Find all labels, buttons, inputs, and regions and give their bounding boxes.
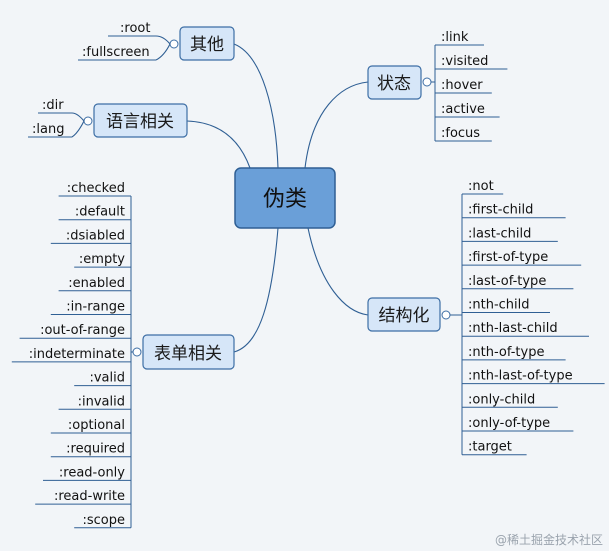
branch-state-leaves: :link :visited :hover :active :focus: [431, 30, 508, 142]
collapse-toggle-icon[interactable]: [169, 39, 179, 49]
leaf-item: :active: [441, 102, 485, 117]
leaf-item: :read-write: [54, 489, 125, 504]
leaf-item: :required: [66, 442, 125, 457]
leaf-item: :nth-last-child: [468, 321, 558, 336]
collapse-toggle-icon[interactable]: [83, 116, 93, 126]
leaf-item: :dsiabled: [66, 228, 125, 243]
leaf-item: :checked: [67, 181, 125, 196]
leaf-item: :nth-child: [468, 298, 530, 313]
branch-structure-label: 结构化: [379, 306, 430, 326]
branch-other-leaves: :root :fullscreen: [78, 21, 171, 61]
connector-other: [233, 43, 279, 169]
branch-other[interactable]: 其他: [169, 26, 235, 61]
branch-lang-leaves: :dir :lang: [28, 98, 85, 138]
branch-connectors: [186, 43, 369, 353]
leaf-item: :optional: [68, 418, 125, 433]
leaf-item: :default: [75, 205, 125, 220]
leaf-item: :scope: [82, 513, 125, 528]
branch-other-label: 其他: [190, 35, 224, 55]
leaf-item: :valid: [89, 371, 125, 386]
leaf-item: :hover: [441, 78, 483, 93]
leaf-item: :only-of-type: [468, 416, 550, 431]
leaf-item: :fullscreen: [82, 45, 150, 60]
leaf-item: :lang: [32, 122, 64, 137]
branch-lang[interactable]: 语言相关: [83, 103, 188, 138]
leaf-item: :not: [468, 179, 494, 194]
center-label: 伪类: [263, 187, 307, 212]
connector-structure: [307, 227, 369, 316]
branch-form-leaves: :checked :default :dsiabled :empty :enabled:…: [11, 181, 133, 529]
leaf-item: :link: [441, 30, 469, 45]
leaf-item: :first-child: [468, 203, 533, 218]
leaf-item: :visited: [441, 54, 488, 69]
leaf-item: :first-of-type: [468, 250, 548, 265]
collapse-toggle-icon[interactable]: [132, 347, 142, 357]
center-node[interactable]: 伪类: [234, 167, 336, 229]
branch-form-label: 表单相关: [154, 344, 222, 364]
leaf-item: :enabled: [68, 276, 125, 291]
leaf-item: :invalid: [78, 394, 125, 409]
leaf-item: :root: [120, 21, 150, 36]
leaf-item: :nth-last-of-type: [468, 369, 573, 384]
connector-state: [304, 81, 369, 169]
leaf-item: :last-of-type: [468, 274, 546, 289]
collapse-toggle-icon[interactable]: [441, 310, 451, 320]
leaf-item: :empty: [79, 252, 125, 267]
leaf-item: :indeterminate: [29, 347, 125, 362]
leaf-item: :in-range: [66, 300, 125, 315]
connector-lang: [186, 120, 251, 169]
connector-form: [233, 227, 279, 353]
collapse-toggle-icon[interactable]: [422, 77, 432, 87]
branch-structure-leaves: :not :first-child :last-child :first-of-typ…: [450, 179, 605, 456]
branch-state-label: 状态: [377, 74, 411, 94]
leaf-item: :read-only: [59, 465, 125, 480]
leaf-item: :target: [468, 440, 512, 455]
leaf-item: :last-child: [468, 226, 531, 241]
branch-structure[interactable]: 结构化: [367, 297, 451, 332]
leaf-item: :out-of-range: [40, 323, 125, 338]
leaf-item: :dir: [42, 98, 64, 113]
branch-state[interactable]: 状态: [367, 65, 432, 100]
leaf-item: :focus: [441, 126, 480, 141]
leaf-item: :only-child: [468, 392, 535, 407]
leaf-item: :nth-of-type: [468, 345, 544, 360]
branch-lang-label: 语言相关: [106, 112, 174, 132]
branch-form[interactable]: 表单相关: [132, 334, 235, 370]
watermark: @稀土掘金技术社区: [495, 532, 603, 547]
